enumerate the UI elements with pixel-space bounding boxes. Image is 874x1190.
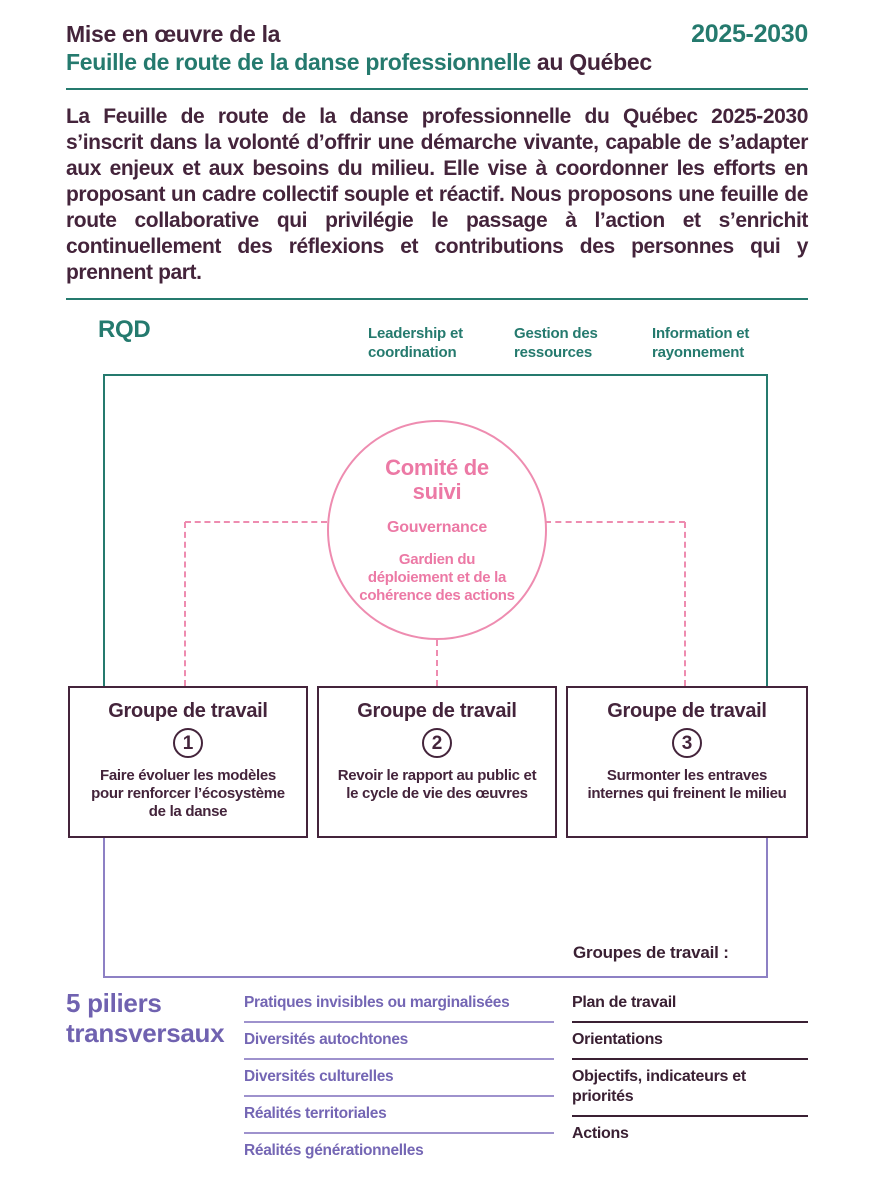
workgroup-3-number: 3 bbox=[672, 728, 702, 758]
workgroup-3-title: Groupe de travail bbox=[607, 700, 767, 722]
column-header-leadership: Leadership et coordination bbox=[368, 325, 463, 361]
purple-left-line bbox=[103, 838, 105, 978]
workgroups-list-label: Groupes de travail : bbox=[573, 943, 729, 962]
workgroup-1-description: Faire évoluer les modèles pour renforcer… bbox=[91, 767, 285, 820]
workgroup-1-number: 1 bbox=[173, 728, 203, 758]
workgroup-1-title: Groupe de travail bbox=[108, 700, 268, 722]
workgroup-deliverables-list: Plan de travail Orientations Objectifs, … bbox=[572, 986, 808, 1152]
intro-paragraph: La Feuille de route de la danse professi… bbox=[66, 105, 808, 284]
pillar-item: Réalités territoriales bbox=[244, 1097, 554, 1134]
connector-dashed-down-right bbox=[684, 522, 686, 686]
committee-circle: Comité de suivi Gouvernance Gardien du d… bbox=[327, 420, 547, 640]
pillars-list: Pratiques invisibles ou marginalisées Di… bbox=[244, 986, 554, 1169]
committee-role-governance: Gouvernance bbox=[386, 518, 488, 536]
divider-bottom bbox=[66, 298, 808, 300]
pillar-item: Diversités culturelles bbox=[244, 1060, 554, 1097]
work-item: Objectifs, indicateurs et priorités bbox=[572, 1060, 808, 1117]
work-item: Plan de travail bbox=[572, 986, 808, 1023]
pillars-heading: 5 piliers transversaux bbox=[66, 988, 225, 1048]
workgroup-2-title: Groupe de travail bbox=[357, 700, 517, 722]
workgroup-box-1: Groupe de travail 1 Faire évoluer les mo… bbox=[68, 686, 308, 838]
column-header-information: Information et rayonnement bbox=[652, 325, 750, 361]
workgroup-3-description: Surmonter les entraves internes qui frei… bbox=[587, 767, 787, 802]
governance-diagram: RQD Leadership et coordination Gestion d… bbox=[0, 310, 874, 1190]
pillar-item: Diversités autochtones bbox=[244, 1023, 554, 1060]
committee-title: Comité de suivi bbox=[385, 454, 489, 504]
frame-right-line bbox=[766, 374, 768, 686]
title-line-2: Feuille de route de la danse professionn… bbox=[66, 48, 652, 76]
frame-top-line bbox=[103, 374, 768, 376]
divider-top bbox=[66, 88, 808, 90]
work-item: Orientations bbox=[572, 1023, 808, 1060]
year-range: 2025-2030 bbox=[691, 20, 808, 48]
connector-dashed-right bbox=[545, 521, 685, 523]
workgroup-2-number: 2 bbox=[422, 728, 452, 758]
workgroup-2-description: Revoir le rapport au public et le cycle … bbox=[337, 767, 537, 802]
header: Mise en œuvre de la Feuille de route de … bbox=[66, 20, 808, 300]
column-header-ressources: Gestion des ressources bbox=[514, 325, 598, 361]
title-line-2-suffix: au Québec bbox=[536, 49, 652, 75]
committee-role-guardian: Gardien du déploiement et de la cohérenc… bbox=[359, 550, 515, 604]
frame-left-line bbox=[103, 374, 105, 686]
pillar-item: Réalités générationnelles bbox=[244, 1142, 424, 1159]
connector-dashed-down-left bbox=[184, 522, 186, 686]
work-item: Actions bbox=[572, 1125, 629, 1142]
rqd-label: RQD bbox=[98, 316, 151, 343]
purple-right-line bbox=[766, 838, 768, 978]
title-line-2-main: Feuille de route de la danse professionn… bbox=[66, 49, 531, 75]
connector-dashed-down-center bbox=[436, 640, 438, 686]
title-row: Mise en œuvre de la Feuille de route de … bbox=[66, 20, 808, 76]
workgroup-box-2: Groupe de travail 2 Revoir le rapport au… bbox=[317, 686, 557, 838]
workgroup-box-3: Groupe de travail 3 Surmonter les entrav… bbox=[566, 686, 808, 838]
pillar-item: Pratiques invisibles ou marginalisées bbox=[244, 986, 554, 1023]
purple-bottom-line bbox=[103, 976, 768, 978]
title-line-1: Mise en œuvre de la bbox=[66, 21, 281, 47]
page-title: Mise en œuvre de la Feuille de route de … bbox=[66, 20, 652, 76]
connector-dashed-left bbox=[185, 521, 327, 523]
